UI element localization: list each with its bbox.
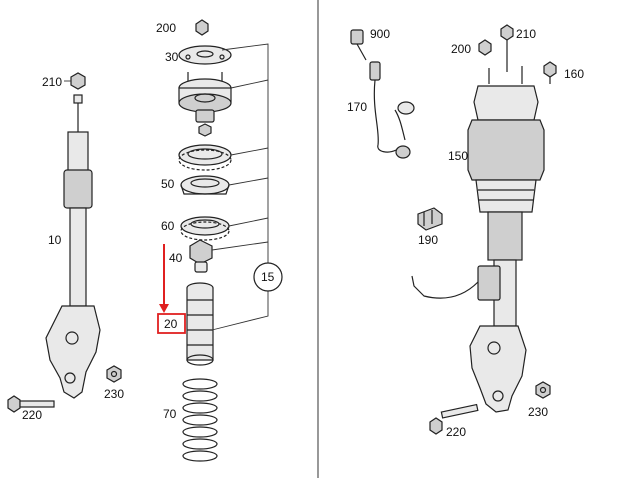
label-160: 160 — [564, 67, 584, 81]
highlight-box-20 — [157, 313, 186, 334]
label-15: 15 — [261, 270, 275, 284]
label-900: 900 — [370, 27, 390, 41]
nut-200-top — [195, 19, 209, 36]
bolt-220-left — [7, 395, 55, 413]
label-200-right: 200 — [451, 42, 471, 56]
bearing-ring — [178, 144, 232, 171]
label-230-right: 230 — [528, 405, 548, 419]
air-strut-150 — [411, 66, 545, 413]
spring-seat-50 — [180, 175, 230, 195]
dust-boot-20 — [186, 282, 214, 366]
label-200-top: 200 — [156, 21, 176, 35]
sensor-harness-170 — [369, 61, 415, 159]
nut-230-right — [535, 381, 551, 399]
bolt-220-right — [429, 403, 479, 435]
clip-190 — [417, 207, 443, 231]
connector-900 — [350, 29, 367, 61]
highlight-arrow-20 — [157, 244, 186, 334]
nut-230-left — [106, 365, 122, 383]
coil-spring-70 — [182, 378, 218, 462]
bump-stop-40 — [189, 239, 213, 273]
group-bracket-15 — [211, 43, 283, 331]
label-150: 150 — [448, 149, 468, 163]
label-190: 190 — [418, 233, 438, 247]
label-220-right: 220 — [446, 425, 466, 439]
label-230-left: 230 — [104, 387, 124, 401]
label-60: 60 — [161, 219, 175, 233]
callout-15-circle — [253, 262, 283, 292]
small-nut — [198, 123, 212, 137]
isolator-60 — [180, 216, 230, 241]
top-mount-30 — [178, 45, 232, 65]
nut-210-right — [500, 24, 514, 72]
label-70: 70 — [163, 407, 177, 421]
label-30: 30 — [165, 50, 179, 64]
label-20: 20 — [164, 317, 178, 331]
label-40: 40 — [169, 251, 183, 265]
label-210-left: 210 — [42, 75, 62, 89]
bearing-mount — [178, 72, 232, 123]
screw-160 — [543, 61, 557, 84]
label-210-right: 210 — [516, 27, 536, 41]
label-10: 10 — [48, 233, 62, 247]
nut-200-right — [478, 39, 492, 56]
label-170: 170 — [347, 100, 367, 114]
label-50: 50 — [161, 177, 175, 191]
strut-assembly-10 — [45, 94, 101, 399]
label-220-left: 220 — [22, 408, 42, 422]
nut-210-left — [64, 72, 86, 90]
